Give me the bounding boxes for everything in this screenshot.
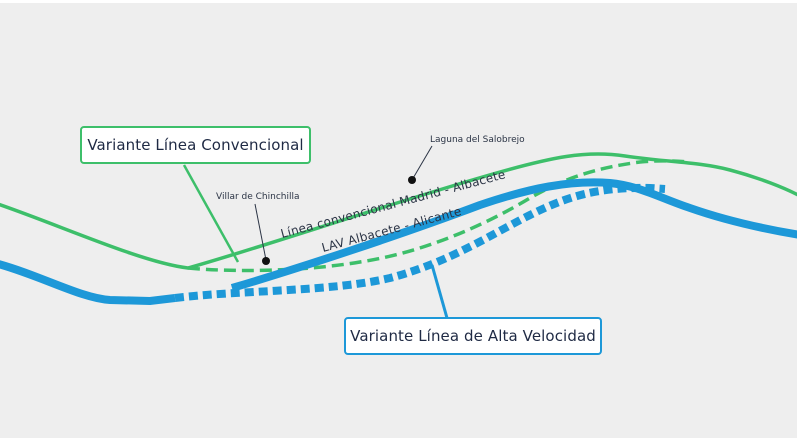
chinchilla-marker (262, 257, 270, 265)
high-speed-variant-callout: Variante Línea de Alta Velocidad (344, 317, 602, 355)
conventional-callout-leader (182, 164, 240, 263)
conventional-variant-callout: Variante Línea Convencional (80, 126, 311, 164)
chinchilla-leader (254, 203, 267, 261)
chinchilla-label: Villar de Chinchilla (216, 192, 300, 202)
high-speed-line-existing-connector (230, 178, 797, 292)
laguna-label: Laguna del Salobrejo (430, 135, 525, 145)
high-speed-variant-callout-text: Variante Línea de Alta Velocidad (350, 326, 596, 345)
map-background (0, 3, 797, 438)
laguna-leader (411, 145, 433, 181)
laguna-marker (408, 176, 416, 184)
conventional-variant-callout-text: Variante Línea Convencional (87, 135, 304, 154)
conventional-line-existing (0, 152, 797, 270)
high-speed-line-variant (174, 183, 666, 302)
high-speed-callout-leader (430, 264, 449, 319)
high-speed-line-existing (0, 260, 176, 306)
